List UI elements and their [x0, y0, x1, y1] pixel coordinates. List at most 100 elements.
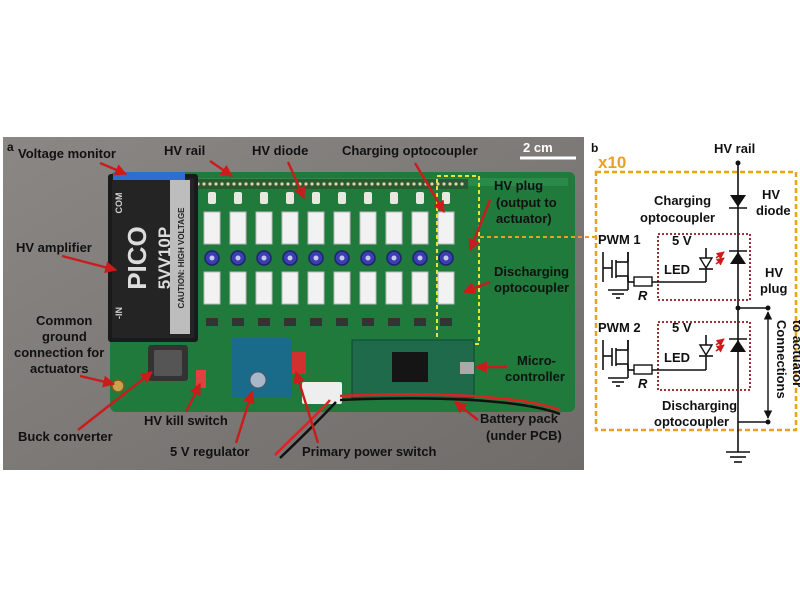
resistor-smd [206, 318, 218, 326]
hv-kill-switch-part [196, 370, 206, 388]
schem-hv-diode-1: HV [762, 187, 780, 202]
charging-optocoupler-part [281, 211, 299, 245]
rail-via [244, 182, 248, 186]
charging-optocoupler-part [333, 211, 351, 245]
rail-via [418, 182, 422, 186]
ground-connector [111, 379, 125, 393]
arrow-hv-diode [286, 161, 306, 200]
label-common-ground-1: Common [36, 313, 92, 328]
multiplier-label: x10 [598, 153, 626, 172]
regulator-capacitor [249, 371, 267, 389]
schem-led-bottom: LED [664, 350, 690, 365]
rail-via [268, 182, 272, 186]
rail-via [286, 182, 290, 186]
transistor-pwm1 [602, 252, 629, 299]
rail-via [430, 182, 434, 186]
hv-diode-part [208, 192, 216, 204]
battery-wire-red [274, 399, 331, 456]
arrow-hv-kill-switch [184, 382, 202, 413]
hv-diode-part [364, 192, 372, 204]
hv-plug-pin [417, 255, 423, 261]
label-buck-converter: Buck converter [18, 429, 113, 444]
photodiode-bottom [730, 340, 746, 352]
hv-diode-symbol [730, 195, 746, 207]
regulator-board [232, 338, 292, 398]
discharging-optocoupler-part [411, 271, 429, 305]
label-primary-power-switch: Primary power switch [302, 444, 436, 459]
arrow-battery-pack [454, 401, 479, 421]
panel-a: a PICO 5VV10P COM -IN +IN OUT+ CAUTION [3, 137, 598, 470]
rail-via [220, 182, 224, 186]
battery-wire-red-2 [339, 393, 561, 412]
schem-hv-rail-label: HV rail [714, 141, 755, 156]
rail-via [310, 182, 314, 186]
rail-via [328, 182, 332, 186]
rail-via [394, 182, 398, 186]
resistor-smd [310, 318, 322, 326]
hv-module-pin-in-minus: -IN [114, 307, 124, 319]
schem-hv-diode-2: diode [756, 203, 791, 218]
resistor-smd [232, 318, 244, 326]
rail-via [238, 182, 242, 186]
repeat-box [594, 170, 798, 432]
schem-hv-plug-2: plug [760, 281, 787, 296]
label-charging-optocoupler: Charging optocoupler [342, 143, 478, 158]
charging-optocoupler-part [411, 211, 429, 245]
hv-plug-pin [443, 255, 449, 261]
rail-via [346, 182, 350, 186]
arrow-common-ground [79, 374, 116, 388]
discharging-optocoupler-part [359, 271, 377, 305]
label-5v-regulator: 5 V regulator [170, 444, 249, 459]
hv-plug-pin [339, 255, 345, 261]
schem-r-bottom: R [638, 376, 648, 391]
rail-via [232, 182, 236, 186]
rail-via [250, 182, 254, 186]
rail-via [352, 182, 356, 186]
led-bottom-symbol [698, 344, 714, 357]
hv-plug-terminal [765, 305, 771, 311]
schem-to-actuator: to actuator [790, 320, 800, 387]
arrow-voltage-monitor [99, 161, 128, 176]
charging-optocoupler-part [229, 211, 247, 245]
arrow-5v-regulator [234, 390, 255, 444]
arrow-charging-optocoupler [413, 162, 446, 214]
arrow-hv-rail [209, 160, 233, 177]
transistor-pwm2 [602, 340, 629, 387]
rail-via [412, 182, 416, 186]
charging-optocoupler-part [385, 211, 403, 245]
discharging-optocoupler-part [229, 271, 247, 305]
label-micro-1: Micro- [517, 353, 556, 368]
label-voltage-monitor: Voltage monitor [18, 146, 116, 161]
discharging-optocoupler-part [281, 271, 299, 305]
hv-module-brand: PICO [122, 226, 152, 290]
optocoupler-array [203, 192, 455, 326]
schem-connections: Connections [774, 320, 789, 399]
charging-optocoupler-part [255, 211, 273, 245]
led-top-symbol [698, 257, 714, 270]
rail-via [214, 182, 218, 186]
discharging-optocoupler-part [203, 271, 221, 305]
rail-via [262, 182, 266, 186]
label-hv-plug-3: actuator) [496, 211, 552, 226]
panel-b-letter: b [591, 141, 598, 155]
warning-strip-bg [170, 180, 190, 334]
photodiode-top [730, 252, 746, 264]
label-hv-kill-switch: HV kill switch [144, 413, 228, 428]
discharging-optocoupler-part [333, 271, 351, 305]
arrow-buck-converter [77, 371, 153, 431]
resistor-smd [414, 318, 426, 326]
rail-via [400, 182, 404, 186]
hv-plug-pin [391, 255, 397, 261]
usb-port [460, 362, 474, 374]
hv-diode-part [286, 192, 294, 204]
resistor-smd [362, 318, 374, 326]
hv-diode-part [416, 192, 424, 204]
resistor-top [633, 276, 653, 287]
label-hv-amplifier: HV amplifier [16, 240, 92, 255]
callout-arrows [61, 160, 507, 444]
hv-rail-strip [188, 179, 468, 189]
rail-via [454, 182, 458, 186]
led-bottom-emission-1 [715, 338, 725, 347]
schem-charging-1: Charging [654, 193, 711, 208]
